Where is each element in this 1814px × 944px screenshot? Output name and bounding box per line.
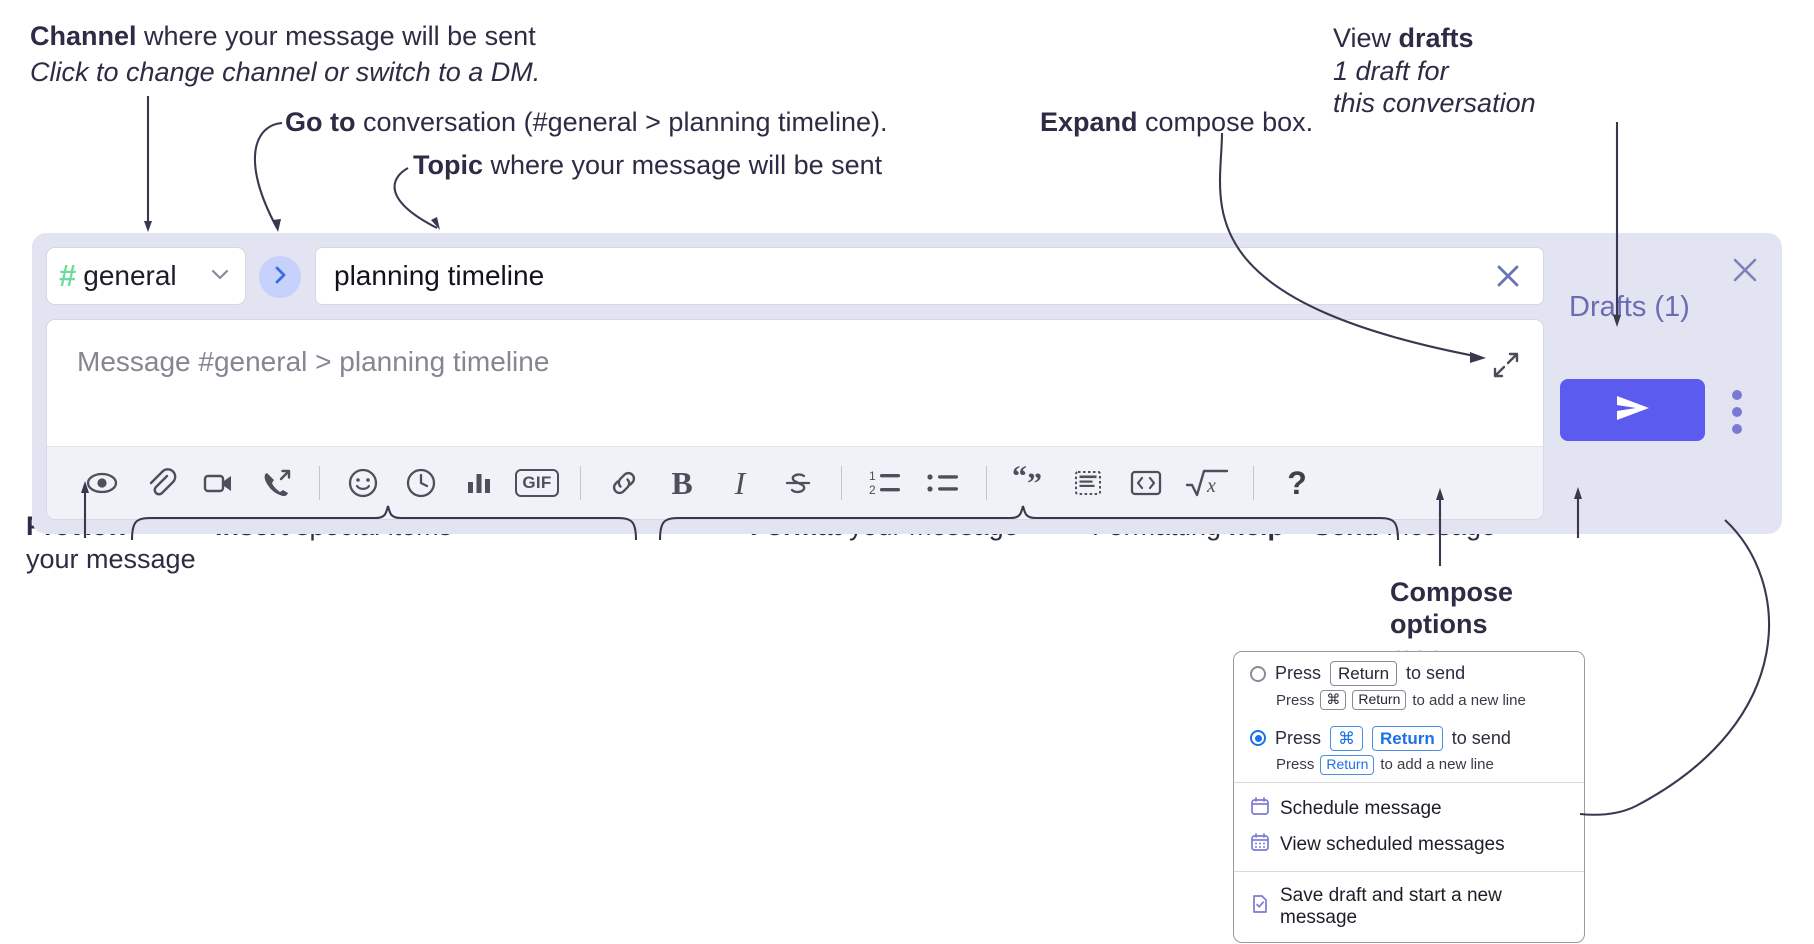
svg-text:x: x [1206,475,1216,497]
calendar-grid-icon [1250,832,1270,858]
topic-value: planning timeline [334,260,545,291]
question-mark-icon: ? [1287,464,1307,501]
document-check-icon [1250,894,1270,920]
annotation-compose-options-1: Compose [1390,577,1514,607]
svg-text:”: ” [1027,467,1042,500]
channel-name-label: general [83,260,177,291]
menu-item-label: Save draft and start a new message [1280,884,1502,928]
sub-press: Press [1276,691,1315,709]
sub-suffix: to add a new line [1412,691,1526,709]
audio-clip-button[interactable] [247,454,305,512]
emoji-button[interactable] [334,454,392,512]
menu-item-save-draft[interactable]: Save draft and start a new message [1234,878,1584,936]
key-return: Return [1330,661,1398,687]
menu-option-return[interactable]: Press Return to send [1234,652,1584,688]
annotation-expand: Expand compose box. [1040,107,1314,137]
poll-button[interactable] [450,454,508,512]
separator-2 [580,466,581,500]
separator-3 [841,466,842,500]
menu-option-cmd-sub: Press Return to add a new line [1234,753,1584,782]
strikethrough-button[interactable] [769,454,827,512]
key-cmd: ⌘ [1320,690,1347,710]
link-button[interactable] [595,454,653,512]
radio-return[interactable] [1250,665,1266,682]
annotation-drafts-title: View drafts [1333,23,1474,53]
message-box[interactable]: Message #general > planning timeline [46,319,1544,520]
menu-option-cmd-press: Press [1275,727,1322,748]
compose-options-button[interactable] [1732,390,1742,434]
goto-conversation-button[interactable] [259,256,301,298]
more-vertical-dot-2 [1732,407,1742,417]
annotation-compose-options-2: options [1390,609,1488,639]
gif-label: GIF [515,469,559,497]
formatting-toolbar: GIF B I [47,446,1543,519]
channel-selector[interactable]: # general [46,247,246,305]
ordered-list-button[interactable]: 1 2 [856,454,914,512]
blockquote-button[interactable]: “ ” [1001,454,1059,512]
sub-press-2: Press [1276,756,1315,774]
hash-icon: # [59,257,77,293]
key-cmd-2: ⌘ [1330,725,1364,751]
key-return-sub-2: Return [1320,755,1375,775]
menu-item-label: View scheduled messages [1280,833,1505,855]
drafts-link[interactable]: Drafts (1) [1569,291,1690,323]
annotation-drafts-sub1: 1 draft for [1333,56,1449,86]
annotation-drafts-sub2: this conversation [1333,88,1536,118]
menu-item-label: Schedule message [1280,797,1442,819]
topic-field[interactable]: planning timeline [315,247,1544,305]
video-clip-button[interactable] [189,454,247,512]
menu-option-cmd-suffix: to send [1451,727,1511,748]
panel-close-button[interactable] [1730,255,1760,290]
expand-icon[interactable] [1491,350,1521,385]
italic-button[interactable]: I [711,454,769,512]
annotation-preview-sub: your message [26,544,196,574]
menu-option-return-press: Press [1275,663,1322,684]
message-placeholder: Message #general > planning timeline [77,346,550,377]
compose-options-menu: Press Return to send Press ⌘ Return to a… [1233,651,1585,943]
send-icon [1612,392,1654,429]
bold-label: B [671,464,693,501]
menu-option-cmd-return[interactable]: Press ⌘ Return to send [1234,717,1584,753]
compose-panel: # general planning timeline [32,233,1782,534]
key-return-2: Return [1372,725,1443,751]
menu-section-schedule: Schedule message View scheduled messages [1234,781,1584,871]
compose-inner: # general planning timeline [46,247,1544,520]
menu-option-return-suffix: to send [1406,663,1466,684]
separator-5 [1253,466,1254,500]
menu-section-save-draft: Save draft and start a new message [1234,870,1584,942]
topic-clear-icon[interactable] [1491,259,1525,293]
annotation-topic: Topic where your message will be sent [413,150,883,180]
chevron-down-icon [207,261,233,292]
menu-item-view-scheduled[interactable]: View scheduled messages [1234,829,1584,865]
send-button[interactable] [1560,379,1705,441]
menu-item-schedule-message[interactable]: Schedule message [1234,789,1584,829]
sub-suffix-2: to add a new line [1380,756,1494,774]
annotation-channel-sub: Click to change channel or switch to a D… [30,57,541,87]
schedule-button[interactable] [392,454,450,512]
key-return-sub: Return [1352,690,1407,710]
chevron-right-icon [268,263,292,292]
separator-4 [986,466,987,500]
annotation-channel-title: Channel where your message will be sent [30,21,536,51]
svg-text:“: “ [1012,466,1027,493]
gif-button[interactable]: GIF [508,454,566,512]
math-button[interactable]: x [1175,454,1239,512]
inline-code-button[interactable] [1117,454,1175,512]
svg-text:2: 2 [869,483,876,497]
bulleted-list-button[interactable] [914,454,972,512]
svg-text:1: 1 [869,469,876,483]
radio-cmd-return[interactable] [1250,730,1266,747]
more-vertical-dot-3 [1732,424,1742,434]
italic-label: I [734,464,746,501]
code-block-button[interactable] [1059,454,1117,512]
preview-button[interactable] [73,454,131,512]
calendar-icon [1250,796,1270,822]
menu-option-return-sub: Press ⌘ Return to add a new line [1234,688,1584,717]
annotation-goto: Go to conversation (#general > planning … [285,107,888,137]
help-button[interactable]: ? [1268,454,1326,512]
attach-button[interactable] [131,454,189,512]
bold-button[interactable]: B [653,454,711,512]
separator-1 [319,466,320,500]
more-vertical-dot-1 [1732,390,1742,400]
